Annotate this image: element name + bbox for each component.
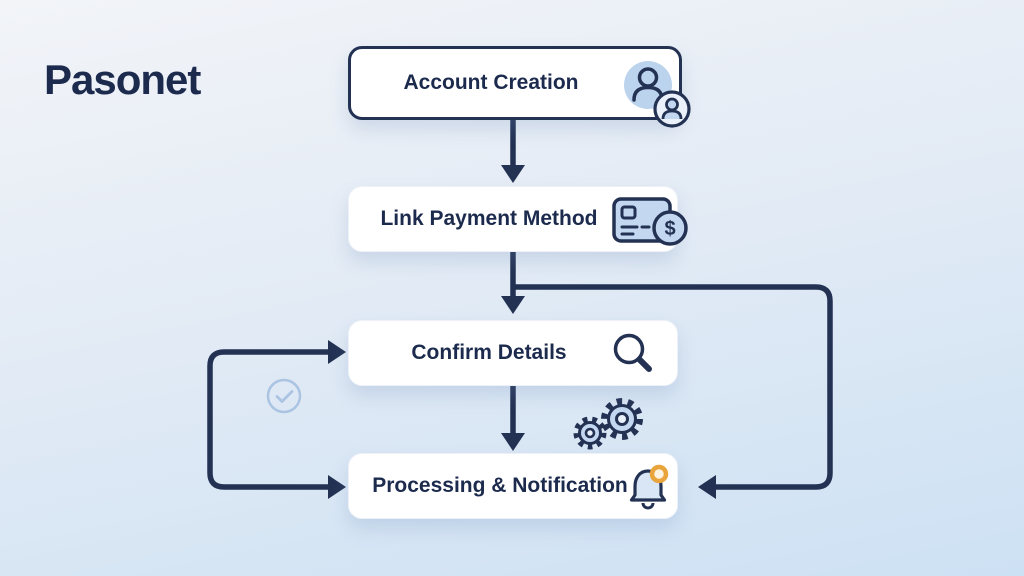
gears-icon bbox=[573, 398, 643, 450]
node-label-confirm-details: Confirm Details bbox=[411, 341, 567, 364]
credit-card-dollar-icon: $ bbox=[612, 197, 688, 246]
dollar-symbol: $ bbox=[664, 218, 675, 240]
user-group-icon bbox=[624, 61, 691, 128]
arrow-account-to-payment bbox=[501, 114, 525, 183]
node-processing-notification: Processing & Notification bbox=[348, 453, 678, 519]
node-confirm-details: Confirm Details bbox=[348, 320, 678, 386]
arrow-payment-to-confirm bbox=[501, 250, 525, 314]
node-link-payment-method: Link Payment Method $ bbox=[348, 186, 688, 252]
small-gear bbox=[573, 416, 607, 450]
notification-dot bbox=[649, 464, 669, 484]
large-gear bbox=[601, 398, 643, 440]
left-loop-bracket bbox=[207, 340, 346, 499]
node-label-processing-notification: Processing & Notification bbox=[372, 474, 628, 497]
node-account-creation: Account Creation bbox=[348, 46, 691, 128]
arrow-confirm-to-processing bbox=[501, 384, 525, 451]
magnifier-icon bbox=[613, 333, 652, 372]
bell-icon bbox=[629, 464, 669, 510]
node-label-account-creation: Account Creation bbox=[403, 71, 579, 94]
check-circle-icon bbox=[266, 378, 302, 414]
node-label-link-payment-method: Link Payment Method bbox=[380, 207, 598, 230]
brand-logo: Pasonet bbox=[44, 56, 201, 103]
arrow-payment-around-right-to-processing bbox=[513, 284, 833, 499]
